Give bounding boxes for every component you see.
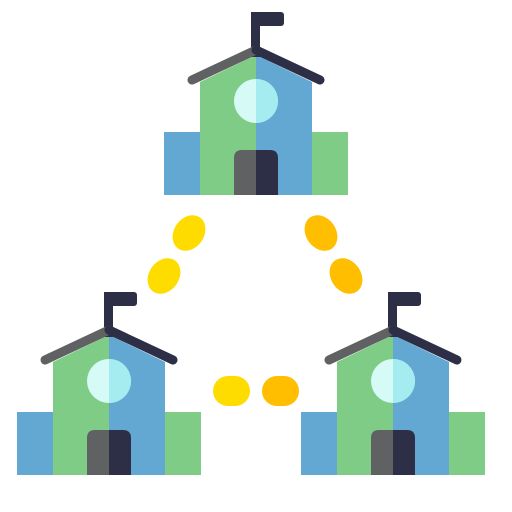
flag <box>104 292 137 306</box>
left-wing <box>164 132 200 195</box>
school-building-bottom-left-icon <box>17 292 201 475</box>
school-building-bottom-right-icon <box>301 292 485 475</box>
flag <box>251 12 284 26</box>
roof-left <box>40 325 114 365</box>
right-wing <box>312 132 348 195</box>
door-right <box>109 430 131 475</box>
roof-right <box>251 45 325 85</box>
right-wing <box>165 412 201 475</box>
flag <box>388 292 421 306</box>
flag-pole <box>388 292 397 337</box>
connector-dot <box>304 215 338 251</box>
connector-top-to-left <box>147 215 206 294</box>
roof-left <box>324 325 398 365</box>
door-left <box>371 430 393 475</box>
roof-right <box>388 325 462 365</box>
connector-dot <box>172 215 206 251</box>
roof-left <box>187 45 261 85</box>
roof-right <box>104 325 178 365</box>
round-window-right <box>109 359 131 403</box>
left-wing <box>17 412 53 475</box>
left-wing <box>301 412 337 475</box>
round-window-right <box>256 79 278 123</box>
connector-top-to-right <box>304 215 363 294</box>
connector-left-to-right <box>213 376 299 406</box>
school-building-top-icon <box>164 12 348 195</box>
door-right <box>393 430 415 475</box>
right-wing <box>449 412 485 475</box>
door-left <box>87 430 109 475</box>
door-right <box>256 150 278 195</box>
connector-dot <box>213 376 250 406</box>
round-window-right <box>393 359 415 403</box>
door-left <box>234 150 256 195</box>
connector-dot <box>262 376 299 406</box>
connector-dot <box>147 258 181 294</box>
connector-dot <box>329 258 363 294</box>
flag-pole <box>251 12 260 57</box>
flag-pole <box>104 292 113 337</box>
